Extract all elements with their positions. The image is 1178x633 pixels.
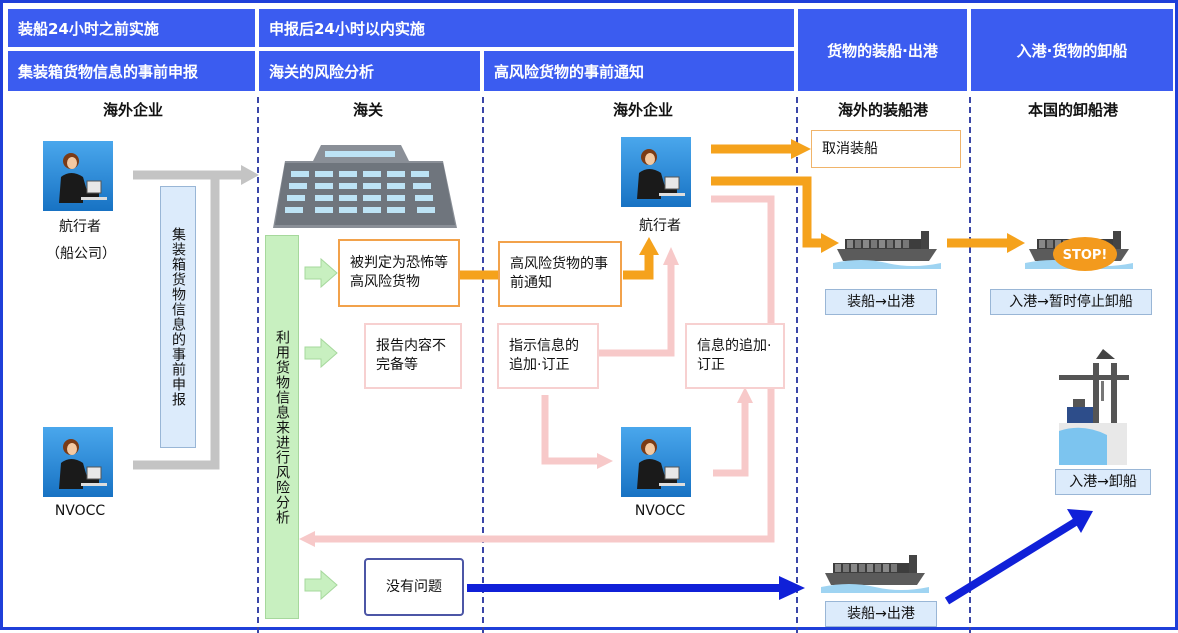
- incomplete-report-box: 报告内容不完备等: [364, 323, 462, 389]
- high-risk-notice-box: 高风险货物的事前通知: [498, 241, 622, 307]
- cancel-loading-box: 取消装船: [811, 130, 961, 168]
- lane-overseas-company-2: 海外企业: [612, 101, 673, 119]
- nvocc-label: NVOCC: [54, 503, 106, 519]
- loading-departure-box-2: 装船→出港: [825, 601, 937, 627]
- stop-sign-icon: STOP!: [1053, 237, 1117, 271]
- header-arrival-unloading: 入港·货物的卸船: [971, 9, 1173, 91]
- header-loading-departure: 货物的装船·出港: [798, 9, 967, 91]
- port-crane-icon: [1059, 349, 1129, 465]
- high-risk-orange-arrows: [459, 139, 1025, 280]
- nvocc-person-icon: [620, 426, 692, 498]
- carrier-person-icon: [42, 140, 114, 212]
- nvocc-person-icon: [42, 426, 114, 498]
- nvocc-label-2: NVOCC: [634, 503, 686, 519]
- arrival-stop-box: 入港→暂时停止卸船: [990, 289, 1152, 315]
- svg-text:STOP!: STOP!: [1063, 248, 1108, 263]
- lane-overseas-company-1: 海外企业: [102, 101, 163, 119]
- carrier-label-2: 航行者: [639, 218, 681, 234]
- diagram-graphics: STOP!: [42, 136, 1133, 605]
- lane-domestic-port: 本国的卸船港: [1027, 101, 1118, 119]
- header-high-risk-notice: 高风险货物的事前通知: [484, 51, 794, 91]
- carrier-person-icon: [620, 136, 692, 208]
- lane-overseas-port: 海外的装船港: [837, 101, 928, 119]
- lane-customs: 海关: [352, 101, 383, 119]
- customs-building-icon: [273, 145, 457, 228]
- high-risk-cargo-box: 被判定为恐怖等高风险货物: [338, 239, 460, 307]
- container-ship-icon: [833, 231, 941, 269]
- lane-divider: [796, 97, 798, 633]
- lane-divider: [257, 97, 259, 633]
- carrier-label: 航行者: [59, 219, 101, 235]
- no-problem-box: 没有问题: [364, 558, 464, 616]
- header-risk-analysis: 海关的风险分析: [259, 51, 480, 91]
- header-after-declaration: 申报后24小时以内实施: [259, 9, 794, 47]
- carrier-sub-label: （船公司）: [46, 246, 116, 262]
- info-update-box: 信息的追加·订正: [685, 323, 785, 389]
- header-prior-declaration: 集装箱货物信息的事前申报: [8, 51, 255, 91]
- lane-divider: [969, 97, 971, 633]
- risk-analysis-box: 利用货物信息来进行风险分析: [265, 235, 299, 619]
- green-arrow-icons: [304, 257, 338, 601]
- instruction-update-box: 指示信息的追加·订正: [497, 323, 599, 389]
- container-ship-icon: [821, 555, 929, 593]
- loading-departure-box-1: 装船→出港: [825, 289, 937, 315]
- arrival-unloading-box: 入港→卸船: [1055, 469, 1151, 495]
- header-before-loading: 装船24小时之前实施: [8, 9, 255, 47]
- no-problem-blue-arrows: [467, 509, 1093, 605]
- prior-declaration-box: 集装箱货物信息的事前申报: [160, 186, 196, 448]
- lane-divider: [482, 97, 484, 633]
